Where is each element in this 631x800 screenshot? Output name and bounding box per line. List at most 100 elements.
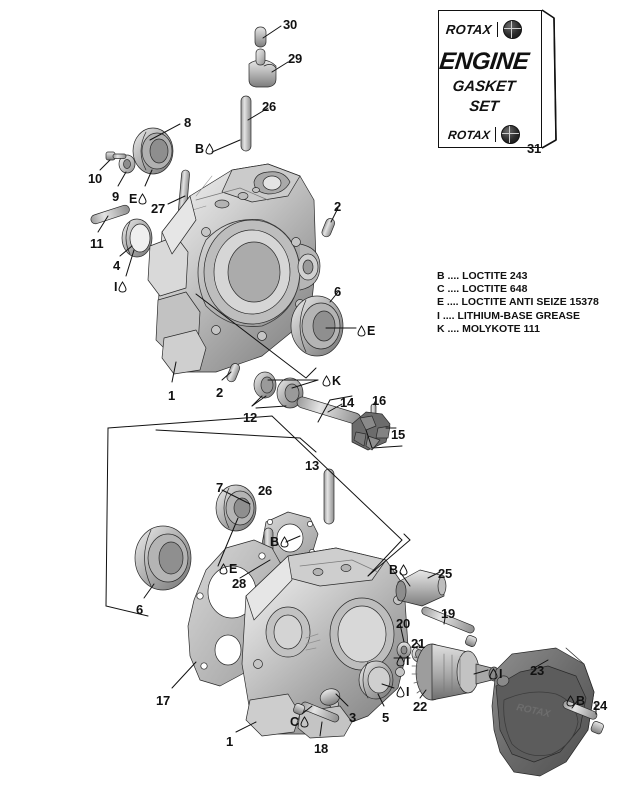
droplet-icon: [280, 536, 289, 548]
legend-key: K ....: [437, 322, 460, 335]
droplet-icon: [357, 325, 366, 337]
rotax-globe-icon: [502, 20, 522, 39]
gasket-set-package: ROTAX ENGINE GASKET SET ROTAX: [432, 4, 562, 154]
part-4-seal-ring: [121, 218, 153, 258]
lube-letter: I: [406, 654, 410, 668]
legend-row: C .... LOCTITE 648: [437, 283, 599, 296]
part-22-starter-motor: [411, 643, 500, 701]
callout-26-lower: 26: [258, 483, 273, 498]
callout-27: 27: [151, 201, 166, 216]
callout-14: 14: [340, 395, 355, 410]
droplet-icon: [396, 686, 405, 698]
callout-5: 5: [382, 710, 390, 725]
lube-marker-c-bolt18: C: [290, 716, 309, 729]
callout-12: 12: [243, 410, 258, 425]
callout-31: 31: [527, 141, 542, 156]
part-11-pin: [90, 204, 130, 225]
part-25-sleeve: [395, 569, 447, 607]
lube-marker-e-bearing8: E: [129, 193, 147, 206]
part-26-dowel-upper: [240, 95, 252, 152]
callout-2-a: 2: [334, 199, 342, 214]
lube-letter: K: [332, 374, 342, 388]
droplet-icon: [138, 193, 147, 205]
part-30-plug: [254, 26, 267, 48]
callout-6-a: 6: [334, 284, 342, 299]
legend-value: LOCTITE 243: [462, 270, 528, 282]
lube-marker-i-bushing20: I: [396, 655, 409, 668]
callout-22: 22: [413, 699, 428, 714]
droplet-icon: [566, 695, 575, 707]
callout-23: 23: [530, 663, 545, 678]
legend-key: I ....: [437, 309, 455, 322]
lube-marker-i-starter22: I: [489, 668, 502, 681]
legend-key: B ....: [437, 270, 460, 282]
callout-6-b: 6: [136, 602, 144, 617]
legend-key: C ....: [437, 283, 460, 296]
legend-row: B .... LOCTITE 243: [437, 270, 599, 283]
legend-value: LOCTITE ANTI SEIZE 15378: [461, 296, 599, 309]
lube-marker-b-dowel28: B: [270, 536, 289, 549]
callout-9: 9: [112, 189, 120, 204]
droplet-icon: [219, 563, 228, 575]
package-brand-bottom-row: ROTAX: [432, 125, 536, 144]
callout-1-lower: 1: [226, 734, 234, 749]
part-10-screw: [105, 151, 127, 161]
legend-row: E .... LOCTITE ANTI SEIZE 15378: [437, 296, 599, 309]
package-fold: [541, 9, 557, 149]
callout-8: 8: [184, 115, 192, 130]
package-face: [438, 10, 542, 148]
callout-7: 7: [216, 480, 224, 495]
callout-21: 21: [411, 636, 426, 651]
callout-2-b: 2: [216, 385, 224, 400]
part-8-bearing: [132, 127, 174, 175]
lube-letter: I: [499, 667, 503, 681]
callout-13: 13: [305, 458, 320, 473]
callout-28: 28: [232, 576, 247, 591]
callout-26-upper: 26: [262, 99, 277, 114]
part-3-plug: [319, 688, 341, 706]
lube-marker-k-bearings12: K: [322, 375, 341, 388]
legend-key: E ....: [437, 296, 459, 309]
part-12-bearings: [253, 371, 304, 409]
lube-letter: E: [367, 324, 376, 338]
lube-marker-e-bearing6a: E: [357, 325, 375, 338]
part-23-starter-cover: ROTAX: [491, 647, 595, 777]
lube-letter: E: [129, 192, 138, 206]
callout-29: 29: [288, 51, 303, 66]
package-line3: SET: [468, 98, 500, 115]
part-5-seal: [358, 660, 394, 700]
package-divider: [494, 127, 497, 142]
callout-16: 16: [372, 393, 387, 408]
callout-24: 24: [593, 698, 608, 713]
part-2-dowel-a: [321, 218, 335, 238]
legend-value: LOCTITE 648: [462, 283, 528, 296]
part-19-bolt: [421, 606, 477, 647]
droplet-icon: [118, 281, 127, 293]
leader-lines: [97, 25, 597, 737]
part-6-bearing-a: [290, 295, 344, 357]
package-brand-top: ROTAX: [445, 22, 493, 37]
droplet-icon: [399, 564, 408, 576]
package-divider: [496, 22, 498, 37]
callout-20: 20: [396, 616, 411, 631]
legend-value: LITHIUM-BASE GREASE: [457, 309, 580, 322]
legend-row: I .... LITHIUM-BASE GREASE: [437, 310, 599, 323]
lube-marker-b-sleeve25: B: [389, 564, 408, 577]
callout-17: 17: [156, 693, 171, 708]
callout-25: 25: [438, 566, 453, 581]
lube-letter: B: [389, 563, 399, 577]
package-line2: GASKET: [451, 78, 517, 95]
part-29-fitting: [248, 48, 277, 88]
lube-marker-e-bearing7: E: [219, 563, 237, 576]
lube-letter: B: [195, 142, 205, 156]
lube-marker-i-seal5: I: [396, 686, 409, 699]
lubricant-legend: B .... LOCTITE 243 C .... LOCTITE 648 E …: [437, 270, 599, 336]
part-6-bearing-b: [134, 525, 192, 591]
part-26-dowel-lower: [323, 468, 335, 525]
callout-10: 10: [88, 171, 103, 186]
part-2-dowel-b: [226, 363, 240, 383]
lube-letter: I: [114, 280, 118, 294]
part-1-crankcase-upper: [147, 163, 321, 375]
callout-4: 4: [113, 258, 121, 273]
